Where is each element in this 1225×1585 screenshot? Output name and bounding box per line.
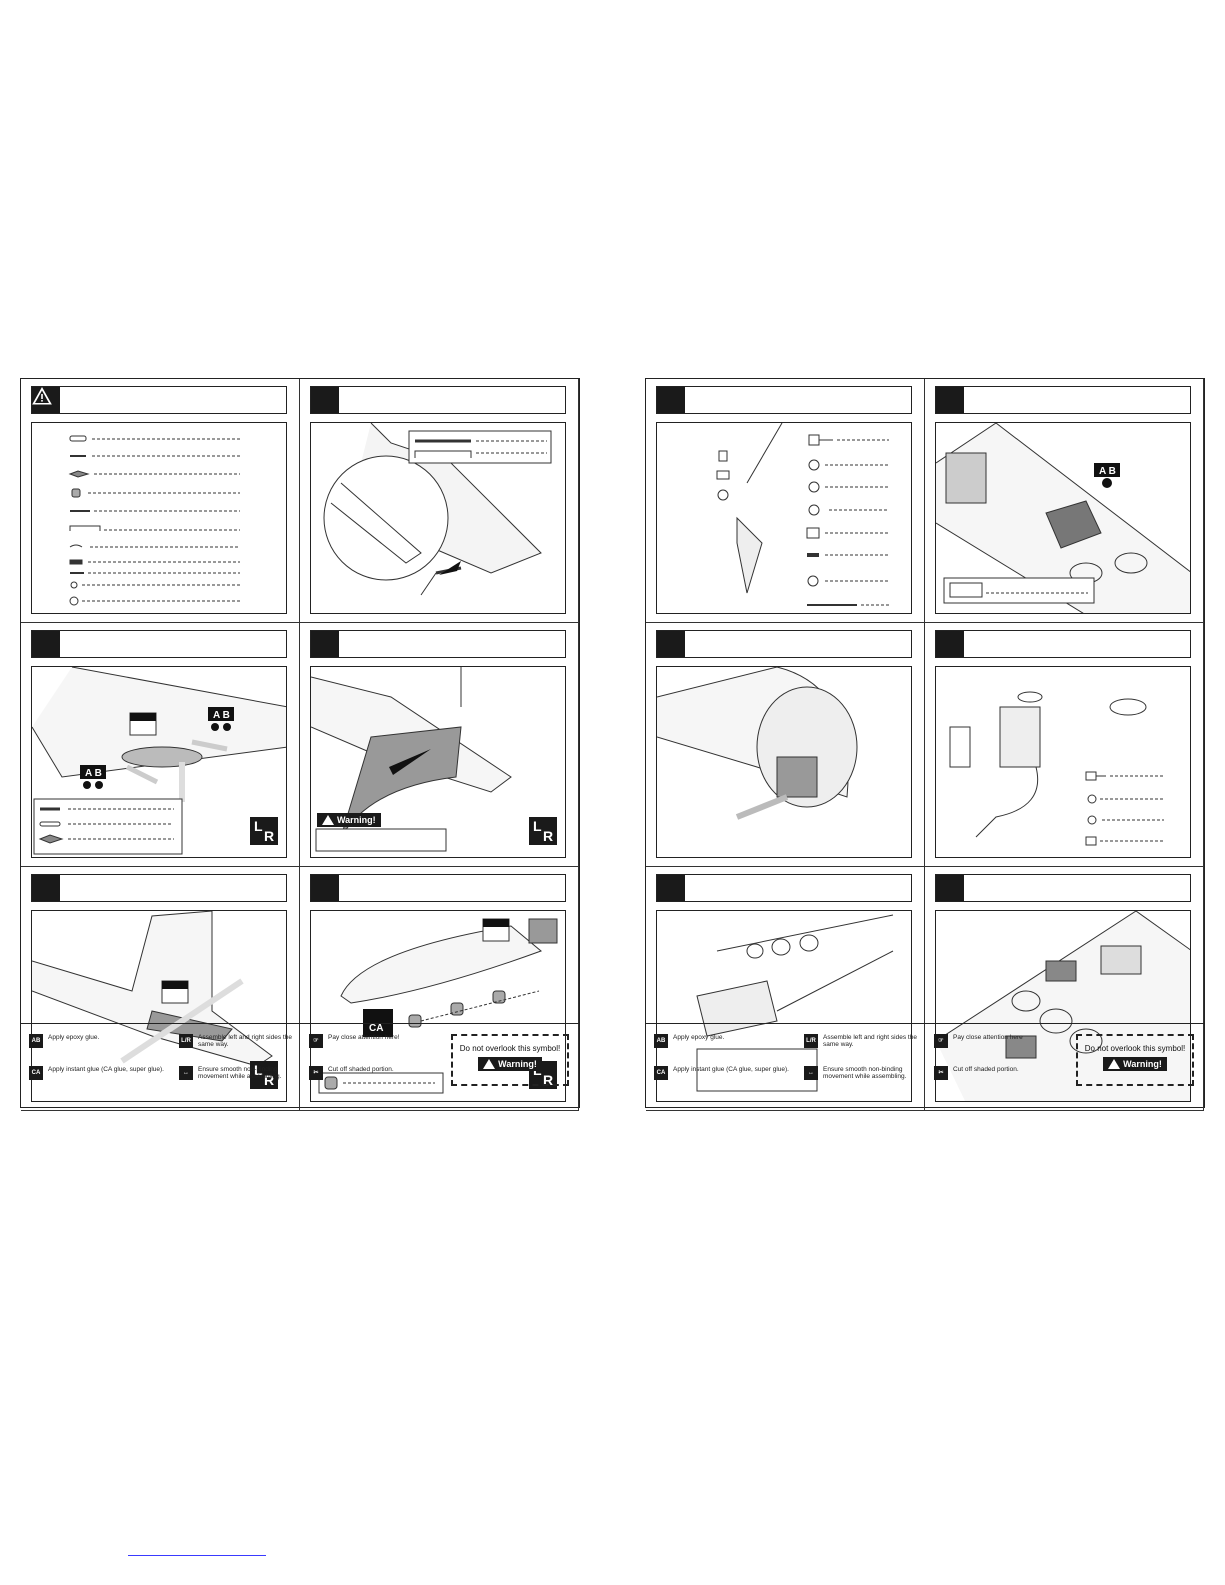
step-header	[656, 386, 912, 414]
warning-label: Warning!	[317, 813, 381, 827]
servo-install-figure	[935, 666, 1191, 858]
smooth-movement-icon: ↔	[804, 1066, 818, 1080]
step-header	[656, 630, 912, 658]
legend-pay-attention: ☞Pay close attention here!	[309, 1034, 400, 1048]
step-tail-hinge	[300, 379, 579, 623]
step-radio-install	[925, 867, 1204, 1111]
warning-triangle-icon	[32, 387, 60, 413]
step-header	[935, 630, 1191, 658]
step-number-box	[657, 631, 685, 657]
legend-ensure-smooth: ↔Ensure smooth non-binding movement whil…	[804, 1066, 934, 1080]
warning-label: Warning!	[478, 1057, 542, 1071]
step-header	[310, 874, 566, 902]
step-carburetor-linkage	[646, 379, 925, 623]
step-number-box	[311, 875, 339, 901]
ab-epoxy-icon: A B	[208, 707, 234, 731]
svg-text:A B: A B	[85, 768, 102, 779]
smooth-movement-icon: ↔	[179, 1066, 193, 1080]
right-step-grid: A B	[646, 379, 1204, 1111]
pointing-hand-icon: ☞	[934, 1034, 948, 1048]
cut-icon: ✂	[934, 1066, 948, 1080]
epoxy-icon: AB	[29, 1034, 43, 1048]
step-number-box	[936, 631, 964, 657]
warning-triangle-icon	[483, 1059, 496, 1069]
step-header	[935, 874, 1191, 902]
fuel-tank-figure: A B	[935, 422, 1191, 614]
step-engine-mount	[646, 623, 925, 867]
tail-hinge-figure	[310, 422, 566, 614]
warning-triangle-icon	[1108, 1059, 1121, 1069]
step-header	[310, 630, 566, 658]
step-header	[656, 874, 912, 902]
assemble-left-right-icon: L/R	[804, 1034, 818, 1048]
svg-text:A B: A B	[1099, 466, 1116, 477]
carburetor-linkage-figure	[656, 422, 912, 614]
step-servo-install	[925, 623, 1204, 867]
fuel-tank-plumbing-figure	[656, 910, 912, 1102]
pointing-hand-icon: ☞	[309, 1034, 323, 1048]
svg-text:A B: A B	[213, 710, 230, 721]
epoxy-icon: AB	[654, 1034, 668, 1048]
step-header	[935, 386, 1191, 414]
step-header	[31, 386, 287, 414]
warning-triangle-icon	[322, 815, 334, 825]
step-header	[31, 874, 287, 902]
step-number-box	[936, 875, 964, 901]
engine-mount-figure	[656, 666, 912, 858]
radio-install-figure	[935, 910, 1191, 1102]
step-fuel-tank-plumbing	[646, 867, 925, 1111]
step-fuel-tank: A B	[925, 379, 1204, 623]
link-underline[interactable]	[128, 1555, 266, 1556]
step-parts-list	[21, 379, 300, 623]
dont-overlook-box: Do not overlook this symbol! Warning!	[451, 1034, 569, 1086]
step-number-box	[936, 387, 964, 413]
cut-icon: ✂	[309, 1066, 323, 1080]
step-number-box	[657, 387, 685, 413]
step-number-box	[32, 631, 60, 657]
legend-pay-attention: ☞Pay close attention here	[934, 1034, 1023, 1048]
right-instruction-sheet: A B	[645, 378, 1205, 1111]
dont-overlook-box: Do not overlook this symbol! Warning!	[1076, 1034, 1194, 1086]
ca-glue-icon: CA	[29, 1066, 43, 1080]
legend-cut-off: ✂Cut off shaded portion.	[934, 1066, 1019, 1080]
step-header	[31, 630, 287, 658]
step-number-box	[657, 875, 685, 901]
step-header	[310, 386, 566, 414]
parts-list-figure	[31, 422, 287, 614]
legend-cut-off: ✂Cut off shaded portion.	[309, 1066, 394, 1080]
assemble-left-right-icon: L/R	[179, 1034, 193, 1048]
warning-label: Warning!	[1103, 1057, 1167, 1071]
legend-ensure-smooth: ↔Ensure smooth non-binding movement whil…	[179, 1066, 309, 1080]
ca-glue-icon: CA	[654, 1066, 668, 1080]
step-number-box	[311, 387, 339, 413]
step-number-box	[32, 875, 60, 901]
svg-text:CA: CA	[369, 1023, 383, 1034]
step-number-box	[311, 631, 339, 657]
